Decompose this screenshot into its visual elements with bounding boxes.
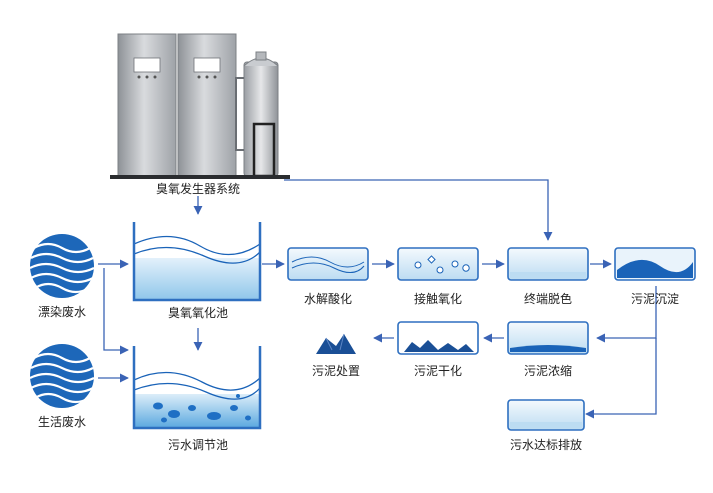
arrow-generator-to-final-decolor <box>284 179 553 241</box>
ozone-system-label: 臭氧发生器系统 <box>155 182 241 196</box>
dye-wastewater-icon <box>29 234 95 298</box>
contact-oxidation-label: 接触氧化 <box>413 292 463 306</box>
sludge-thickening-box <box>507 321 589 355</box>
hydrolysis-acidification-box <box>287 247 369 281</box>
final-decolorization-label: 终端脱色 <box>523 292 573 306</box>
ozone-oxidation-tank <box>132 222 262 302</box>
discharge-label: 污水达标排放 <box>509 438 583 452</box>
arrow-dye-to-equalization <box>103 268 129 355</box>
dye-wastewater-label: 漂染废水 <box>37 305 87 319</box>
sludge-disposal-label: 污泥处置 <box>311 364 361 378</box>
sludge-drying-box <box>397 321 479 355</box>
domestic-wastewater-label: 生活废水 <box>37 415 87 429</box>
sludge-drying-label: 污泥干化 <box>413 364 463 378</box>
ozone-generator-system <box>110 33 290 179</box>
domestic-wastewater-icon <box>29 344 95 408</box>
discharge-box <box>507 399 585 431</box>
flow-arrows <box>98 179 657 419</box>
sludge-disposal-icon <box>316 333 356 354</box>
ozone-oxidation-tank-label: 臭氧氧化池 <box>167 306 229 320</box>
equalization-tank-label: 污水调节池 <box>167 438 229 452</box>
sludge-thickening-label: 污泥浓缩 <box>523 364 573 378</box>
sludge-settling-label: 污泥沉淀 <box>630 292 680 306</box>
sludge-settling-box <box>614 247 696 281</box>
hydrolysis-acidification-label: 水解酸化 <box>303 292 353 306</box>
final-decolorization-box <box>507 247 589 281</box>
contact-oxidation-box <box>397 247 479 281</box>
arrow-settling-to-discharge <box>585 338 657 419</box>
equalization-tank <box>132 346 262 430</box>
